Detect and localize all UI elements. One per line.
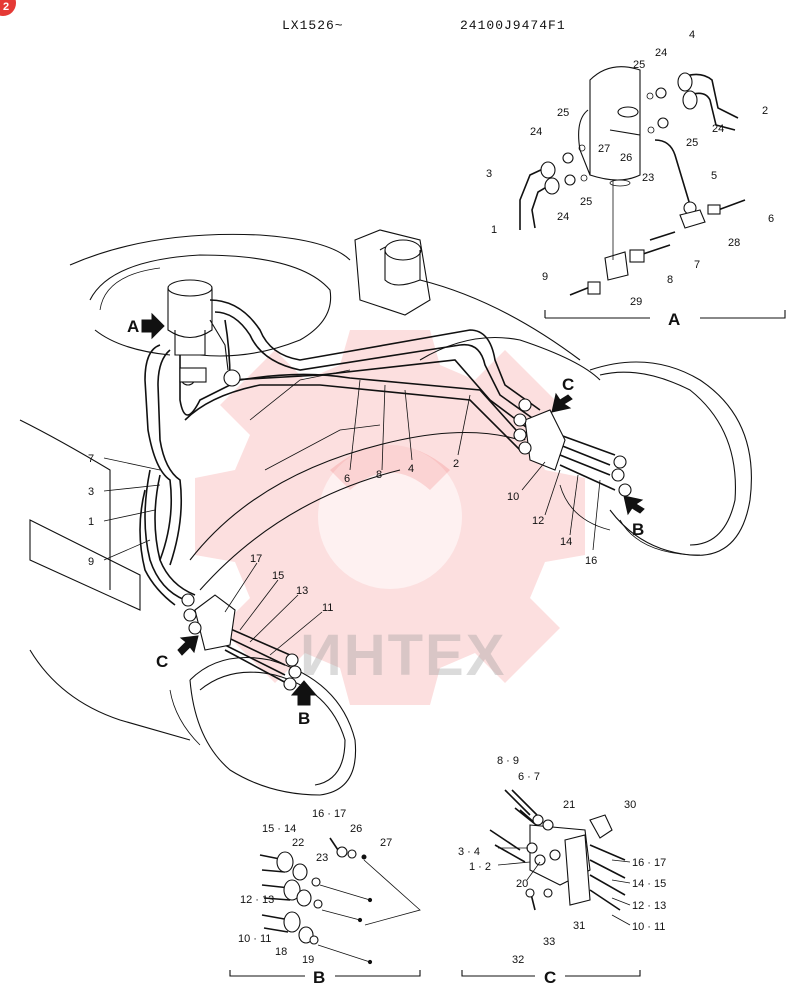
right-valve-block <box>513 398 632 497</box>
main-label-13: 13 <box>296 585 308 597</box>
detail-c-label-21: 21 <box>563 799 575 811</box>
detail-b-label-27: 27 <box>380 837 392 849</box>
tractor-outline <box>19 229 752 796</box>
detail-a-label-3: 3 <box>486 168 492 180</box>
detail-c-label-32: 32 <box>512 954 524 966</box>
main-leader-lines <box>103 379 601 656</box>
detail-b-caption: B <box>313 968 325 987</box>
detail-a-label-4: 4 <box>689 29 695 41</box>
detail-a-drawing <box>519 66 786 319</box>
main-label-17: 17 <box>250 553 262 565</box>
main-arrow-label-b-right: B <box>632 520 644 539</box>
detail-c-label-20: 20 <box>516 878 528 890</box>
detail-b-drawing <box>229 837 421 977</box>
detail-a-label-7: 7 <box>694 259 700 271</box>
detail-b-label-23: 23 <box>316 852 328 864</box>
page-badge: 2 <box>0 0 16 16</box>
detail-b-label-10-11: 10 · 11 <box>238 933 271 945</box>
detail-a-label-8: 8 <box>667 274 673 286</box>
main-label-15: 15 <box>272 570 284 582</box>
detail-c-label-1-2: 1 · 2 <box>469 861 491 873</box>
main-label-10: 10 <box>507 491 519 503</box>
detail-a-label-29: 29 <box>630 296 642 308</box>
main-label-1: 1 <box>88 516 94 528</box>
detail-a-label-25-bot: 25 <box>580 196 592 208</box>
detail-c-label-12-13: 12 · 13 <box>632 900 666 912</box>
detail-c-label-6-7: 6 · 7 <box>518 771 540 783</box>
detail-c-label-31: 31 <box>573 920 585 932</box>
model-code: LX1526~ <box>282 18 344 33</box>
detail-a-label-24-top: 24 <box>655 47 667 59</box>
detail-c-drawing <box>461 789 641 977</box>
watermark-logo <box>195 330 585 705</box>
main-arrow-label-c-left: C <box>156 652 168 671</box>
part-number: 24100J9474F1 <box>460 18 566 33</box>
detail-a-label-26: 26 <box>620 152 632 164</box>
main-label-11: 11 <box>322 602 333 614</box>
indicator-arrows <box>141 312 645 706</box>
detail-c-label-16-17: 16 · 17 <box>632 857 666 869</box>
left-valve-block <box>181 593 302 691</box>
detail-b-label-19: 19 <box>302 954 314 966</box>
main-label-7: 7 <box>88 453 94 465</box>
main-arrow-label-b-left: B <box>298 709 310 728</box>
detail-a-label-5: 5 <box>711 170 717 182</box>
detail-a-caption: A <box>668 310 680 329</box>
detail-b-label-15-14: 15 · 14 <box>262 823 296 835</box>
pipe-bundle <box>139 299 616 686</box>
detail-b-label-26: 26 <box>350 823 362 835</box>
main-label-16: 16 <box>585 555 597 567</box>
detail-a-label-9: 9 <box>542 271 548 283</box>
detail-b-label-22: 22 <box>292 837 304 849</box>
detail-a-label-2: 2 <box>762 105 768 117</box>
detail-c-label-14-15: 14 · 15 <box>632 878 666 890</box>
main-arrow-label-c-right: C <box>562 375 574 394</box>
detail-a-label-24-left: 24 <box>530 126 542 138</box>
detail-a-label-25-top: 25 <box>633 59 645 71</box>
detail-c-caption: C <box>544 968 556 987</box>
detail-a-label-27: 27 <box>598 143 610 155</box>
main-label-4: 4 <box>408 463 414 475</box>
detail-c-label-10-11: 10 · 11 <box>632 921 665 933</box>
detail-a-label-24-bot: 24 <box>557 211 569 223</box>
detail-a-label-25-left: 25 <box>557 107 569 119</box>
main-label-3: 3 <box>88 486 94 498</box>
watermark-text: ИНТЕХ <box>300 623 506 688</box>
main-label-2: 2 <box>453 458 459 470</box>
detail-b-label-18: 18 <box>275 946 287 958</box>
detail-a-label-6: 6 <box>768 213 774 225</box>
main-label-9: 9 <box>88 556 94 568</box>
detail-a-label-25-mid: 25 <box>686 137 698 149</box>
main-label-12: 12 <box>532 515 544 527</box>
main-arrow-label-a: A <box>127 317 139 336</box>
detail-a-label-23: 23 <box>642 172 654 184</box>
detail-c-label-30: 30 <box>624 799 636 811</box>
main-label-14: 14 <box>560 536 572 548</box>
detail-a-label-28: 28 <box>728 237 740 249</box>
detail-c-label-3-4: 3 · 4 <box>458 846 480 858</box>
detail-b-label-16-17: 16 · 17 <box>312 808 346 820</box>
main-label-6: 6 <box>344 473 350 485</box>
detail-b-label-12-13: 12 · 13 <box>240 894 274 906</box>
detail-c-label-33: 33 <box>543 936 555 948</box>
detail-a-label-1: 1 <box>491 224 497 236</box>
detail-a-label-24-right: 24 <box>712 123 724 135</box>
detail-c-label-8-9: 8 · 9 <box>497 755 519 767</box>
main-label-8: 8 <box>376 469 382 481</box>
